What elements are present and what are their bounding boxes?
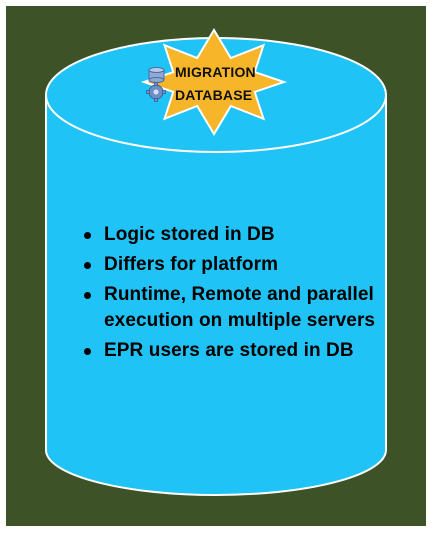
- database-icon: [148, 67, 165, 83]
- bullet-item: Runtime, Remote and parallel execution o…: [82, 282, 402, 334]
- bullet-item: Differs for platform: [82, 252, 402, 278]
- star-badge: [140, 28, 288, 136]
- bullet-list: Logic stored in DB Differs for platform …: [82, 222, 402, 368]
- badge-title-line2: DATABASE: [175, 87, 253, 103]
- bullet-item: Logic stored in DB: [82, 222, 402, 248]
- bullet-item: EPR users are stored in DB: [82, 338, 402, 364]
- badge-title-line1: MIGRATION: [175, 64, 256, 80]
- gear-icon: [146, 82, 166, 102]
- cylinder-body: [45, 94, 387, 496]
